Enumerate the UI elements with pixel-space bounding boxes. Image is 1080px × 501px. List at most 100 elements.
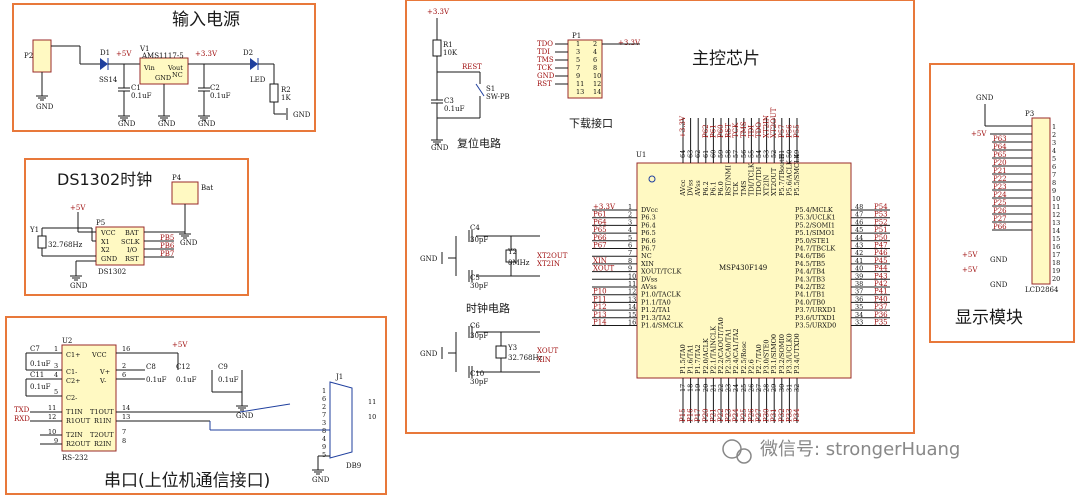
- lcd-pin-num-20: 20: [1052, 275, 1060, 283]
- mcu-top-net-6: P60: [717, 124, 725, 138]
- j1-label: J1: [335, 373, 343, 381]
- mcu-top-pin-10: TDI/TCLK: [747, 163, 755, 196]
- lcd-pin-num-14: 14: [1052, 227, 1060, 235]
- c3-label: C3: [444, 97, 454, 105]
- lcd-connector-body: [1031, 117, 1051, 285]
- mcu-left-num-1: 1: [628, 203, 632, 211]
- mcu-top-pin-15: P5.6/ACLK: [785, 160, 793, 196]
- mcu-top-net-8: TCK: [732, 122, 740, 138]
- mcu-top-pin-8: TCK: [732, 182, 740, 196]
- mcu-top-num-10: 55: [747, 150, 755, 158]
- mcu-bot-net-13: P31: [770, 408, 778, 422]
- mcu-bot-net-14: P32: [778, 408, 786, 422]
- mcu-top-num-7: 58: [725, 150, 733, 158]
- mcu-top-num-3: 62: [694, 150, 702, 158]
- u2-label: U2: [62, 337, 72, 345]
- mcu-top-num-5: 60: [709, 150, 717, 158]
- mcu-top-num-2: 63: [687, 150, 695, 158]
- v1-value: AMS1117-5: [141, 52, 184, 60]
- mcu-top-net-11: TDO: [755, 122, 763, 138]
- resistor-r1: [432, 39, 442, 57]
- r2-value: 1K: [281, 94, 291, 102]
- rxd-net: RXD: [14, 415, 30, 423]
- mcu-bot-num-14: 30: [778, 384, 786, 392]
- mcu-bot-net-3: P17: [694, 408, 702, 422]
- d1-label: D1: [100, 49, 110, 57]
- mcu-top-net-4: P62: [702, 124, 710, 138]
- msp430-name: MSP430F149: [719, 264, 767, 272]
- lcd-pin-num-5: 5: [1052, 155, 1056, 163]
- mcu-right-pin-4: P5.1/SIMO1: [795, 229, 835, 237]
- lcd-pin-num-10: 10: [1052, 195, 1060, 203]
- wechat-watermark: 微信号: strongerHuang: [722, 439, 960, 464]
- mcu-right-net-6: P47: [874, 242, 888, 250]
- lcd-v5-bot: +5V: [962, 266, 978, 274]
- mcu-right-num-14: 35: [855, 303, 863, 311]
- u2-pin-1: 1: [54, 345, 58, 353]
- reset-v33: +3.3V: [427, 8, 450, 16]
- mcu-right-net-1: P54: [874, 203, 888, 211]
- mcu-left-num-9: 9: [628, 265, 632, 273]
- lcd-net-p66: P66: [993, 223, 1007, 231]
- mcu-left-num-10: 10: [628, 272, 636, 280]
- mcu-section-frame: [405, 0, 915, 434]
- mcu-bot-net-1: P15: [679, 408, 687, 422]
- lcd-net-p64: P64: [993, 143, 1007, 151]
- jtag-pin-4: 4: [593, 48, 597, 56]
- mcu-right-num-6: 43: [855, 242, 863, 250]
- mcu-left-pin-11: AVss: [640, 283, 657, 291]
- mcu-bot-num-1: 17: [679, 384, 687, 392]
- mcu-right-net-14: P37: [874, 303, 888, 311]
- lcd-net-p27: P27: [993, 215, 1007, 223]
- db9-connector: [329, 381, 353, 459]
- lcd-mid-gnd: GND: [990, 256, 1008, 264]
- jtag-pin-1: 1: [576, 40, 580, 48]
- mcu-bot-num-2: 18: [687, 384, 695, 392]
- resistor-r2: [269, 83, 279, 103]
- svg-text:GND: GND: [36, 103, 54, 111]
- mcu-left-num-11: 11: [628, 280, 636, 288]
- db9-pin-3: 3: [322, 419, 326, 427]
- c12-label: C12: [176, 363, 190, 371]
- db9-pin-1: 1: [322, 387, 326, 395]
- rtc-gnd-pin: GND: [101, 255, 117, 263]
- u2-pin-2: 2: [122, 362, 126, 370]
- rtc-rst-pin: RST: [125, 255, 139, 263]
- mcu-bot-net-15: P33: [785, 408, 793, 422]
- mcu-top-num-8: 57: [732, 150, 740, 158]
- u2-pin-4: 4: [54, 371, 58, 379]
- c4-value: 30pF: [470, 236, 488, 244]
- lcd-pin-num-9: 9: [1052, 187, 1056, 195]
- mcu-right-num-15: 34: [855, 311, 863, 319]
- db9-side-11: 11: [368, 398, 376, 406]
- v33-label: +3.3V: [195, 50, 218, 58]
- crystal-y3: [495, 345, 507, 359]
- txd-net: TXD: [14, 406, 30, 414]
- rtc-x2-pin: X2: [101, 246, 110, 254]
- mcu-right-net-7: P46: [874, 249, 888, 257]
- mcu-right-net-3: P52: [874, 218, 888, 226]
- clock-section-title: 时钟电路: [466, 301, 510, 315]
- svg-text:GND: GND: [158, 120, 176, 128]
- mcu-bot-net-16: P34: [793, 408, 801, 422]
- rtc-section-title: DS1302时钟: [57, 170, 152, 189]
- mcu-bot-num-11: 27: [755, 384, 763, 392]
- db9-pin-9: 9: [322, 443, 326, 451]
- mcu-top-net-13: XT2OUT: [770, 107, 778, 138]
- mcu-left-num-6: 6: [628, 242, 632, 250]
- diode-d1: [100, 58, 108, 70]
- mcu-left-pin-15: P1.3/TA2: [641, 314, 671, 322]
- c11-value: 0.1uF: [30, 383, 51, 391]
- db9-pin-2: 2: [322, 403, 326, 411]
- lcd-net-p23: P23: [993, 183, 1007, 191]
- db9-pin-7: 7: [322, 411, 326, 419]
- serial-circuit: U2 RS-232 C1+ C1- C2+ C2- VCC V+ V- T1IN…: [14, 337, 376, 484]
- r2out-pin: R2OUT: [66, 440, 91, 448]
- mcu-bot-net-8: P24: [732, 408, 740, 422]
- led-label: LED: [250, 76, 266, 84]
- u2-pin-7: 7: [122, 428, 126, 436]
- rs232-chip: [61, 344, 117, 452]
- mcu-bot-num-16: 32: [793, 384, 801, 392]
- regulator-v1: [139, 57, 189, 85]
- db9-pin-6: 6: [322, 395, 326, 403]
